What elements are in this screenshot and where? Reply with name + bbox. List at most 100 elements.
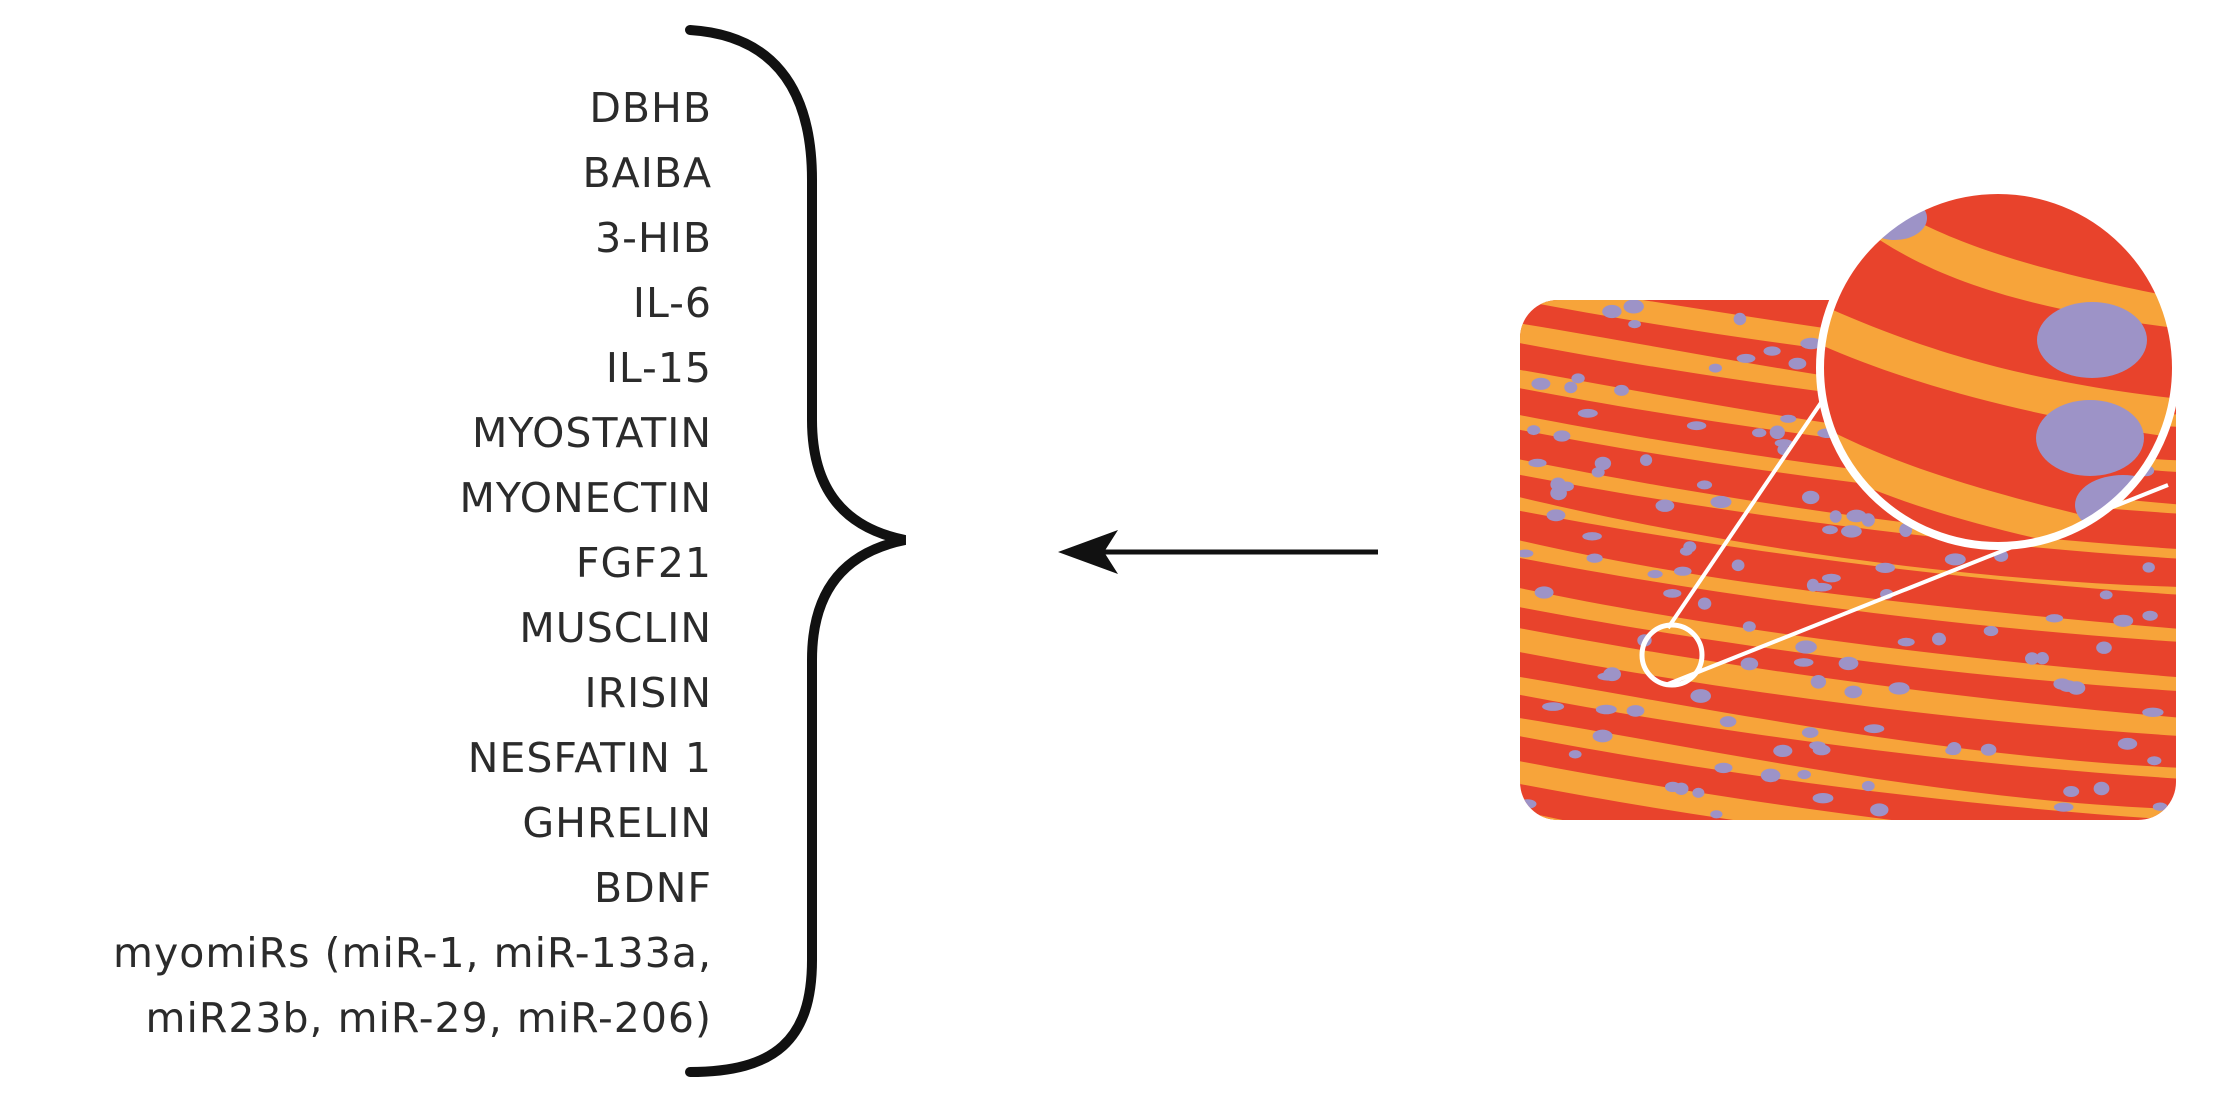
muscle-fiber	[1520, 455, 2176, 560]
muscle-fiber	[1520, 535, 2176, 644]
nucleus	[1838, 656, 1859, 671]
myokine-label: miR23b, miR-29, miR-206)	[146, 994, 712, 1042]
nucleus	[1731, 559, 1745, 572]
nucleus	[1647, 570, 1663, 579]
nucleus	[2142, 562, 2155, 573]
nucleus	[1719, 716, 1737, 728]
nucleus	[1674, 566, 1692, 576]
nucleus	[2063, 786, 2080, 797]
nucleus	[1802, 490, 1820, 505]
nucleus	[1520, 799, 1537, 809]
nucleus	[1528, 458, 1547, 468]
nucleus	[1897, 637, 1915, 647]
nucleus	[1708, 363, 1722, 373]
nucleus	[1760, 768, 1781, 783]
nucleus	[1546, 509, 1566, 522]
myokine-label: MYONECTIN	[460, 474, 712, 522]
nucleus	[1822, 573, 1841, 583]
nucleus	[1888, 682, 1910, 695]
nucleus	[1679, 546, 1693, 556]
nucleus	[2142, 610, 2158, 621]
nucleus	[1780, 414, 1797, 423]
nucleus	[1812, 793, 1834, 804]
nucleus	[1542, 702, 1565, 711]
nucleus	[1793, 658, 1814, 667]
nucleus	[2025, 652, 2039, 665]
nucleus	[2113, 614, 2134, 627]
myokine-label: IL-15	[606, 344, 712, 392]
nucleus	[1595, 704, 1617, 715]
nucleus	[1752, 428, 1767, 438]
nucleus	[2093, 781, 2110, 796]
muscle-fiber	[1500, 844, 2200, 949]
nucleus	[1788, 357, 1807, 370]
nucleus	[2117, 737, 2138, 750]
nucleus	[1577, 408, 1598, 418]
nucleus	[2147, 756, 2162, 766]
nucleus	[1736, 353, 1756, 363]
nucleus	[1697, 597, 1712, 610]
nucleus	[2096, 641, 2112, 654]
nucleus	[1582, 532, 1602, 541]
nucleus	[1763, 346, 1781, 356]
nucleus	[1841, 525, 1862, 538]
nucleus	[1846, 509, 1867, 523]
nucleus	[1844, 685, 1863, 699]
nucleus	[1774, 439, 1793, 448]
myokine-label: DBHB	[589, 84, 712, 132]
nucleus	[1571, 373, 1585, 384]
nucleus	[2058, 680, 2078, 692]
nucleus	[2035, 652, 2049, 665]
muscle-fiber	[1520, 411, 2176, 515]
myokine-label: FGF21	[576, 539, 712, 587]
nucleus	[1594, 456, 1612, 471]
myokine-label: BDNF	[594, 864, 712, 912]
myokine-label: NESFATIN 1	[468, 734, 712, 782]
myokine-list: DBHB BAIBA 3-HIB IL-6 IL-15 MYOSTATIN MY…	[113, 84, 712, 1042]
nucleus	[1809, 741, 1826, 750]
nucleus	[1564, 381, 1578, 394]
nucleus	[1769, 425, 1785, 440]
nucleus	[1626, 705, 1645, 717]
nucleus	[1623, 300, 1644, 314]
nucleus	[1801, 727, 1819, 738]
nucleus	[1686, 421, 1707, 431]
nucleus	[1800, 337, 1823, 350]
nucleus	[1520, 549, 1534, 558]
nucleus	[1829, 510, 1842, 523]
myokine-label: IL-6	[633, 279, 712, 327]
nucleus	[1602, 304, 1622, 319]
nucleus	[1534, 586, 1554, 599]
muscle-fiber	[1520, 673, 2176, 780]
nucleus	[1822, 525, 1838, 535]
nucleus	[1592, 729, 1613, 743]
nucleus	[1655, 499, 1675, 512]
nucleus	[1733, 312, 1747, 326]
nucleus	[1806, 578, 1820, 592]
myokine-label: BAIBA	[583, 149, 712, 197]
nucleus	[1714, 762, 1733, 774]
nucleus	[1773, 744, 1793, 758]
nucleus	[1527, 425, 1541, 436]
nucleus	[1875, 562, 1895, 574]
nucleus	[1696, 480, 1713, 490]
nucleus	[1603, 667, 1621, 682]
nucleus	[1586, 553, 1603, 563]
nucleus	[1553, 430, 1571, 442]
nucleus	[1665, 781, 1681, 793]
muscle-fiber	[1520, 583, 2176, 693]
myokine-label: myomiRs (miR-1, miR-133a,	[113, 929, 712, 977]
myokine-label: MUSCLIN	[519, 604, 712, 652]
nucleus	[1640, 454, 1653, 466]
muscle-fiber	[1520, 806, 2176, 820]
nucleus	[1932, 632, 1946, 646]
curly-brace-icon	[685, 25, 906, 1077]
nucleus	[2142, 707, 2164, 717]
nucleus	[2099, 590, 2113, 600]
nucleus	[1863, 724, 1885, 734]
nucleus	[1945, 746, 1960, 756]
muscle-fiber	[1520, 714, 2176, 820]
nucleus	[1692, 787, 1705, 798]
left-arrow-icon	[1058, 530, 1378, 574]
